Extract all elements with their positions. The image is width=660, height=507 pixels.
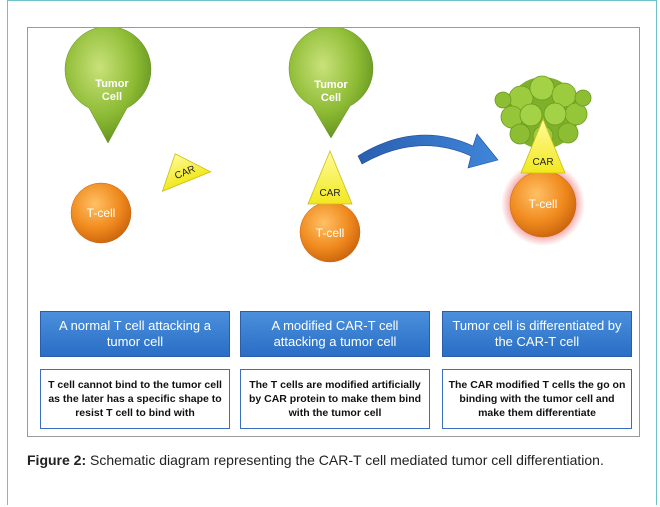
figure-caption-text: Schematic diagram representing the CAR-T… <box>86 452 604 468</box>
figure-caption-label: Figure 2: <box>27 452 87 468</box>
tcell-3-label: T-cell <box>529 197 558 211</box>
figure-caption: Figure 2: Schematic diagram representing… <box>27 451 640 470</box>
tumor-cell-1-label-line1: Tumor <box>95 78 129 90</box>
differentiated-tumor-cell <box>494 75 592 149</box>
panel-2-description: The T cells are modified artificially by… <box>240 369 430 429</box>
panel-3-title: Tumor cell is differentiated by the CAR-… <box>442 311 632 357</box>
tumor-cell-2 <box>288 28 374 139</box>
page-frame <box>7 0 657 505</box>
transition-arrow <box>357 133 499 169</box>
panel-1-title: A normal T cell attacking a tumor cell <box>40 311 230 357</box>
car-receptor-2 <box>307 149 353 205</box>
panel-1-description: T cell cannot bind to the tumor cell as … <box>40 369 230 429</box>
tcell-1 <box>70 182 132 244</box>
figure-box: Tumor Cell T-cell CAR Tumor Cell T-cell … <box>27 27 640 437</box>
car-receptor-3-label: CAR <box>532 157 553 168</box>
panel-3-graphic: T-cell CAR <box>494 75 592 246</box>
panel-1-graphic: Tumor Cell T-cell CAR <box>64 28 212 244</box>
panel-2-title: A modified CAR-T cell attacking a tumor … <box>240 311 430 357</box>
diagram-canvas: Tumor Cell T-cell CAR Tumor Cell T-cell … <box>64 28 592 263</box>
car-receptor-3 <box>520 117 566 174</box>
tumor-cell-2-label-line1: Tumor <box>314 79 348 91</box>
car-receptor-1 <box>161 153 212 192</box>
panel-2-graphic: Tumor Cell T-cell CAR <box>288 28 374 263</box>
panel-3-description: The CAR modified T cells the go on bindi… <box>442 369 632 429</box>
car-receptor-2-label: CAR <box>319 188 340 199</box>
tumor-cell-1 <box>64 28 152 144</box>
tumor-cell-2-label-line2: Cell <box>321 92 341 104</box>
tumor-cell-1-label-line2: Cell <box>102 91 122 103</box>
tcell-1-label: T-cell <box>87 206 116 220</box>
tcell-2-label: T-cell <box>316 226 345 240</box>
